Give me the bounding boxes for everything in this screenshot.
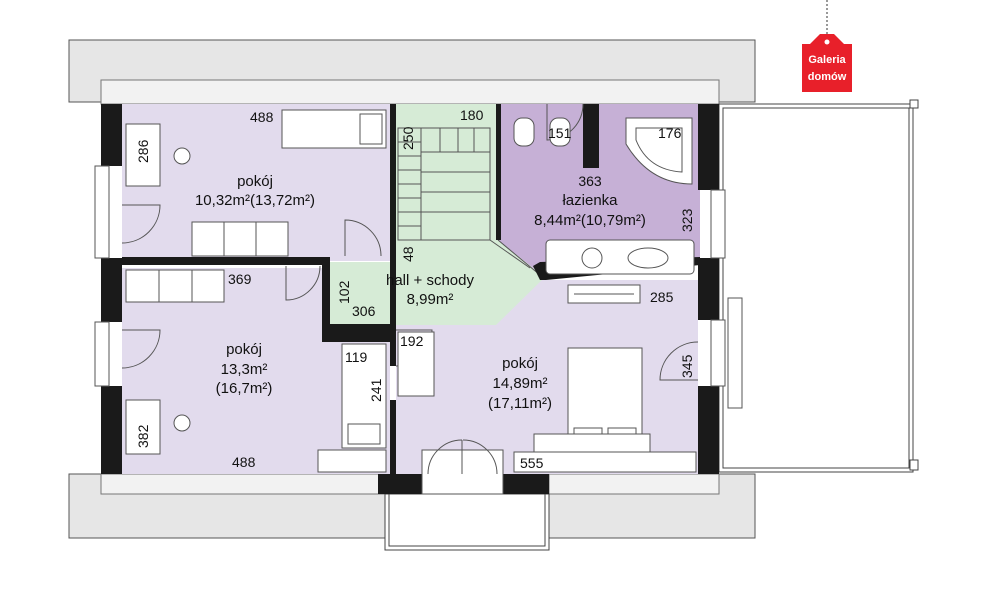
dim-48: 48 (400, 246, 416, 262)
dim-102: 102 (336, 280, 352, 304)
bedroom-2-area-gross: (16,7m²) (216, 380, 273, 397)
dim-555: 555 (520, 455, 544, 471)
dim-119: 119 (345, 349, 368, 365)
dim-286: 286 (135, 139, 151, 163)
bathroom-name: łazienka (562, 192, 618, 209)
dim-488-bottom: 488 (232, 454, 256, 470)
dim-151: 151 (548, 125, 572, 141)
dim-192: 192 (400, 333, 424, 349)
dim-323: 323 (679, 208, 695, 232)
staircase (397, 127, 541, 276)
windows (94, 165, 743, 409)
logo-text-line2: domów (808, 71, 847, 83)
dim-176: 176 (658, 125, 682, 141)
dim-488-top: 488 (250, 109, 274, 125)
terrace-outline (718, 99, 919, 473)
dim-250: 250 (400, 126, 416, 150)
room-hall-floor (330, 104, 545, 325)
bedroom-1-area: 10,32m²(13,72m²) (195, 192, 315, 209)
dim-180: 180 (460, 107, 484, 123)
hall-area: 8,99m² (407, 291, 454, 308)
roof-overhang-bottom-left (68, 473, 386, 539)
hall-name: hall + schody (386, 272, 474, 289)
dim-345: 345 (679, 354, 695, 378)
bedroom-3-area: 14,89m² (492, 375, 547, 392)
dim-285: 285 (650, 289, 674, 305)
dim-369: 369 (228, 271, 252, 287)
dim-241: 241 (368, 378, 384, 402)
roof-overhang-top (68, 39, 756, 105)
bedroom-1-furniture (125, 109, 387, 257)
galeria-domow-logo: Galeria domów (802, 0, 852, 92)
dim-382: 382 (135, 424, 151, 448)
dim-306: 306 (352, 303, 376, 319)
bedroom-2-name: pokój (226, 341, 262, 358)
bedroom-3-name: pokój (502, 355, 538, 372)
bathroom-area: 8,44m²(10,79m²) (534, 212, 646, 229)
bedroom-1-name: pokój (237, 173, 273, 190)
bedroom-2-area: 13,3m² (221, 361, 268, 378)
logo-text-line1: Galeria (808, 54, 846, 66)
roof-overhang-bottom-right (548, 473, 756, 539)
bedroom-3-area-gross: (17,11m²) (488, 395, 552, 412)
bedroom-2-furniture (125, 269, 387, 473)
logo-tag-shape (802, 34, 852, 92)
balcony-door (421, 439, 504, 495)
balcony-bottom (384, 493, 550, 551)
bathroom-fixtures (513, 117, 695, 275)
bathroom-dim: 363 (578, 173, 602, 189)
bedroom-3-furniture (397, 284, 697, 473)
